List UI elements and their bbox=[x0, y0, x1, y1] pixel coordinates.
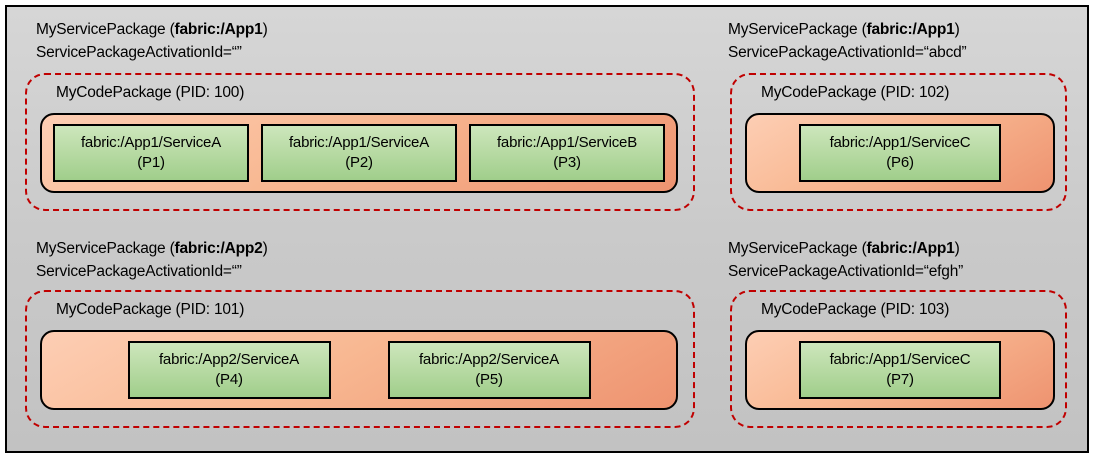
service-name: fabric:/App1/ServiceA bbox=[288, 133, 430, 151]
service-name: fabric:/App2/ServiceA bbox=[418, 350, 560, 368]
partition-id: (P4) bbox=[215, 371, 243, 388]
service-package-header: MyServicePackage (fabric:/App1) ServiceP… bbox=[728, 237, 963, 283]
service-package-name: MyServicePackage (fabric:/App1) bbox=[728, 18, 967, 41]
service-name: fabric:/App1/ServiceB bbox=[496, 133, 638, 151]
title-suffix: ) bbox=[262, 21, 268, 38]
service-package-name: MyServicePackage (fabric:/App1) bbox=[728, 237, 963, 260]
service-name: fabric:/App2/ServiceA bbox=[158, 350, 300, 368]
service-package-header: MyServicePackage (fabric:/App2) ServiceP… bbox=[36, 237, 268, 283]
partition-id: (P6) bbox=[886, 154, 914, 171]
title-prefix: MyServicePackage ( bbox=[728, 240, 867, 257]
code-package-box: fabric:/App1/ServiceC (P7) bbox=[745, 330, 1055, 410]
code-package-box: fabric:/App2/ServiceA (P4) fabric:/App2/… bbox=[40, 330, 678, 410]
service-package-header: MyServicePackage (fabric:/App1) ServiceP… bbox=[36, 18, 268, 64]
service-package-outline: MyCodePackage (PID: 100) fabric:/App1/Se… bbox=[25, 73, 695, 211]
partition-id: (P3) bbox=[553, 154, 581, 171]
diagram-canvas: MyServicePackage (fabric:/App1) ServiceP… bbox=[5, 5, 1089, 453]
activation-id-label: ServicePackageActivationId=“abcd” bbox=[728, 44, 967, 61]
service-replica-box: fabric:/App1/ServiceC (P7) bbox=[799, 341, 1001, 399]
service-replica-box: fabric:/App2/ServiceA (P5) bbox=[387, 341, 591, 399]
activation-id-label: ServicePackageActivationId=“efgh” bbox=[728, 263, 964, 280]
partition-id: (P2) bbox=[345, 154, 373, 171]
service-package-name: MyServicePackage (fabric:/App2) bbox=[36, 237, 268, 260]
title-prefix: MyServicePackage ( bbox=[36, 21, 175, 38]
code-package-label: MyCodePackage (PID: 101) bbox=[56, 301, 245, 318]
partition-id: (P1) bbox=[137, 154, 165, 171]
title-suffix: ) bbox=[954, 21, 960, 38]
service-replica-box: fabric:/App2/ServiceA (P4) bbox=[127, 341, 331, 399]
service-name: fabric:/App1/ServiceA bbox=[80, 133, 222, 151]
service-package-outline: MyCodePackage (PID: 102) fabric:/App1/Se… bbox=[730, 73, 1067, 211]
service-replica-box: fabric:/App1/ServiceB (P3) bbox=[469, 124, 665, 182]
partition-id: (P5) bbox=[475, 371, 503, 388]
service-name: fabric:/App1/ServiceC bbox=[829, 350, 971, 368]
title-suffix: ) bbox=[954, 240, 960, 257]
code-package-label: MyCodePackage (PID: 100) bbox=[56, 84, 245, 101]
activation-id-label: ServicePackageActivationId=“” bbox=[36, 263, 242, 280]
service-replica-box: fabric:/App1/ServiceA (P1) bbox=[53, 124, 249, 182]
title-suffix: ) bbox=[262, 240, 268, 257]
service-replica-box: fabric:/App1/ServiceC (P6) bbox=[799, 124, 1001, 182]
title-prefix: MyServicePackage ( bbox=[36, 240, 175, 257]
service-name: fabric:/App1/ServiceC bbox=[829, 133, 971, 151]
app-name: fabric:/App1 bbox=[174, 21, 263, 38]
service-package-header: MyServicePackage (fabric:/App1) ServiceP… bbox=[728, 18, 967, 64]
partition-id: (P7) bbox=[886, 371, 914, 388]
service-replica-box: fabric:/App1/ServiceA (P2) bbox=[261, 124, 457, 182]
title-prefix: MyServicePackage ( bbox=[728, 21, 867, 38]
code-package-label: MyCodePackage (PID: 102) bbox=[761, 84, 950, 101]
app-name: fabric:/App1 bbox=[866, 240, 955, 257]
service-package-outline: MyCodePackage (PID: 101) fabric:/App2/Se… bbox=[25, 290, 695, 428]
app-name: fabric:/App1 bbox=[866, 21, 955, 38]
activation-id-label: ServicePackageActivationId=“” bbox=[36, 44, 242, 61]
service-package-outline: MyCodePackage (PID: 103) fabric:/App1/Se… bbox=[730, 290, 1067, 428]
service-package-name: MyServicePackage (fabric:/App1) bbox=[36, 18, 268, 41]
code-package-label: MyCodePackage (PID: 103) bbox=[761, 301, 950, 318]
code-package-box: fabric:/App1/ServiceC (P6) bbox=[745, 113, 1055, 193]
app-name: fabric:/App2 bbox=[174, 240, 263, 257]
code-package-box: fabric:/App1/ServiceA (P1) fabric:/App1/… bbox=[40, 113, 678, 193]
